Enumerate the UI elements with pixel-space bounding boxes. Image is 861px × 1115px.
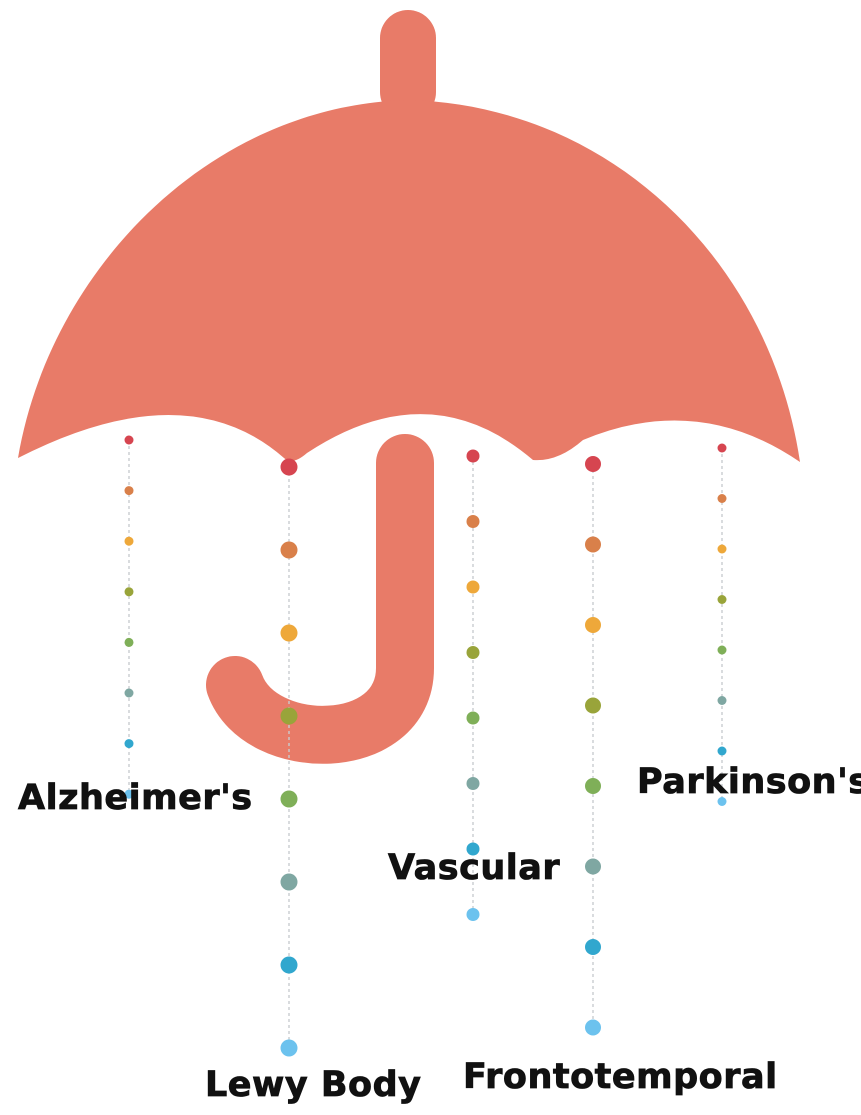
label-frontotemporal: Frontotemporal [463, 1057, 778, 1097]
dot-lewy-body-1 [281, 459, 298, 476]
dot-vascular-4 [467, 646, 480, 659]
dot-vascular-8 [467, 908, 480, 921]
dot-frontotemporal-6 [585, 859, 601, 875]
dot-alzheimers-5 [125, 638, 134, 647]
dot-parkinsons-7 [718, 747, 727, 756]
dot-frontotemporal-7 [585, 939, 601, 955]
dot-frontotemporal-1 [585, 456, 601, 472]
dot-alzheimers-7 [125, 739, 134, 748]
dot-alzheimers-3 [125, 537, 134, 546]
label-vascular: Vascular [388, 848, 560, 888]
dot-lewy-body-7 [281, 957, 298, 974]
dot-vascular-6 [467, 777, 480, 790]
dot-frontotemporal-5 [585, 778, 601, 794]
dot-alzheimers-4 [125, 587, 134, 596]
dot-frontotemporal-8 [585, 1020, 601, 1036]
dot-vascular-1 [467, 450, 480, 463]
dot-parkinsons-1 [718, 444, 727, 453]
dot-parkinsons-2 [718, 494, 727, 503]
dot-vascular-5 [467, 712, 480, 725]
dot-lewy-body-2 [281, 542, 298, 559]
dot-parkinsons-6 [718, 696, 727, 705]
dot-lewy-body-8 [281, 1040, 298, 1057]
dot-frontotemporal-2 [585, 537, 601, 553]
dot-lewy-body-3 [281, 625, 298, 642]
label-lewy-body: Lewy Body [205, 1065, 421, 1105]
umbrella-handle [235, 463, 405, 735]
dot-parkinsons-5 [718, 646, 727, 655]
dot-lewy-body-4 [281, 708, 298, 725]
dot-frontotemporal-3 [585, 617, 601, 633]
dot-alzheimers-1 [125, 436, 134, 445]
dot-alzheimers-6 [125, 689, 134, 698]
dot-lewy-body-5 [281, 791, 298, 808]
label-alzheimers: Alzheimer's [18, 778, 253, 818]
dot-vascular-2 [467, 515, 480, 528]
label-parkinsons: Parkinson's [637, 762, 861, 802]
dot-frontotemporal-4 [585, 698, 601, 714]
umbrella-canopy [18, 100, 800, 462]
dot-alzheimers-2 [125, 486, 134, 495]
dot-lewy-body-6 [281, 874, 298, 891]
dot-parkinsons-4 [718, 595, 727, 604]
dot-vascular-3 [467, 581, 480, 594]
dot-parkinsons-3 [718, 545, 727, 554]
